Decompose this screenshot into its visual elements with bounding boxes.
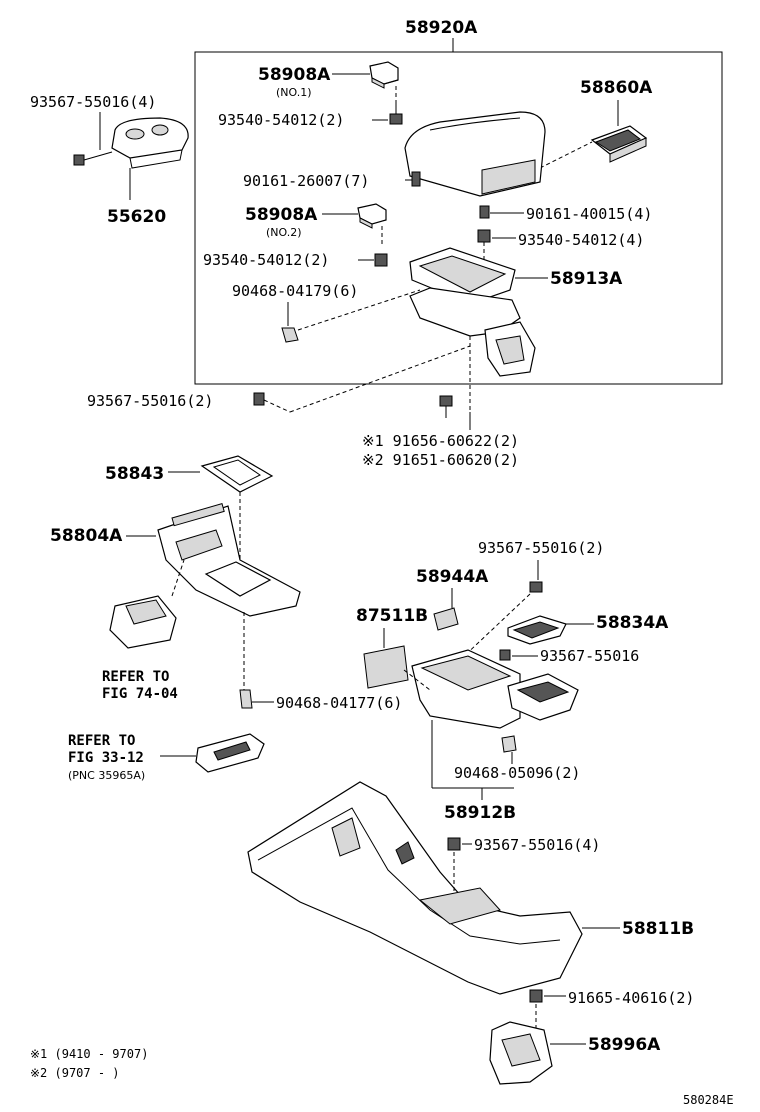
label-no2: (NO.2): [266, 226, 302, 239]
clip-icon: [433, 607, 459, 631]
screw-icon: [73, 151, 113, 166]
vent-icon: [590, 125, 648, 163]
assembly-box-58920A: [194, 51, 723, 385]
label-55620[interactable]: 55620: [107, 207, 166, 227]
screw-icon: [405, 171, 421, 187]
note-1: ※1 (9410 - 9707): [30, 1047, 148, 1061]
screw-icon: [499, 649, 511, 661]
clip-icon: [501, 735, 517, 753]
part-55620: [111, 117, 189, 169]
label-58920A[interactable]: 58920A: [405, 18, 478, 38]
armrest-lid: [404, 111, 546, 197]
label-58834A[interactable]: 58834A: [596, 613, 669, 633]
bolt-icon: [374, 253, 388, 267]
label-93540-54012-top[interactable]: 93540-54012(2): [218, 111, 344, 129]
label-93540-54012-4[interactable]: 93540-54012(4): [518, 231, 644, 249]
label-93567-55016-single[interactable]: 93567-55016: [540, 647, 639, 665]
bolt-icon: [389, 104, 403, 125]
note-2: ※2 (9707 - ): [30, 1066, 120, 1080]
label-no1: (NO.1): [276, 86, 312, 99]
part-58843: [200, 455, 274, 493]
clip-icon: [369, 61, 399, 89]
label-93567-55016-4-low[interactable]: 93567-55016(4): [474, 836, 600, 854]
label-90161-26007[interactable]: 90161-26007(7): [243, 172, 369, 190]
label-90468-04177[interactable]: 90468-04177(6): [276, 694, 402, 712]
dash-93567-mid: [263, 399, 291, 413]
clip-icon: [239, 689, 253, 709]
label-ref-33-line2: FIG 33-12: [68, 750, 144, 766]
label-90468-05096[interactable]: 90468-05096(2): [454, 764, 580, 782]
label-ref-33-line3: (PNC 35965A): [68, 769, 145, 782]
label-58908A-no1[interactable]: 58908A: [258, 65, 331, 85]
label-58843[interactable]: 58843: [105, 464, 164, 484]
shift-housing: [109, 595, 177, 649]
dash-58860A: [539, 141, 593, 169]
screw-icon: [479, 205, 490, 219]
label-90161-40015[interactable]: 90161-40015(4): [526, 205, 652, 223]
diagram-code: 580284E: [683, 1093, 734, 1107]
part-58834A: [507, 615, 567, 645]
dash-90468-04179: [297, 289, 421, 331]
part-58912B: [411, 649, 579, 729]
label-58944A[interactable]: 58944A: [416, 567, 489, 587]
label-93540-54012-mid[interactable]: 93540-54012(2): [203, 251, 329, 269]
label-ref-33-line1: REFER TO: [68, 733, 135, 749]
dash-shift: [171, 559, 185, 597]
label-58860A[interactable]: 58860A: [580, 78, 653, 98]
part-58811B: [247, 781, 583, 995]
label-58804A[interactable]: 58804A: [50, 526, 123, 546]
label-93567-55016-2-mid[interactable]: 93567-55016(2): [87, 392, 213, 410]
bolt-icon: [477, 229, 491, 243]
screw-icon: [447, 837, 461, 851]
label-91651[interactable]: ※2 91651-60620(2): [362, 451, 519, 469]
label-ref-74-line1: REFER TO: [102, 669, 169, 685]
label-91656[interactable]: ※1 91656-60622(2): [362, 432, 519, 450]
label-58913A[interactable]: 58913A: [550, 269, 623, 289]
bolt-icon: [529, 989, 543, 1003]
part-58996A: [489, 1021, 553, 1085]
label-58811B[interactable]: 58811B: [622, 919, 694, 939]
clip-icon: [281, 327, 299, 343]
label-93567-55016-2-right[interactable]: 93567-55016(2): [478, 539, 604, 557]
screw-icon: [253, 392, 265, 406]
dash-93567-mid-2: [289, 345, 471, 413]
console-box: [409, 287, 536, 377]
dash-93567-right: [459, 593, 531, 661]
label-91665[interactable]: 91665-40616(2): [568, 989, 694, 1007]
screw-icon: [529, 581, 543, 593]
dash-87511B: [403, 669, 431, 691]
label-93567-55016-4-top[interactable]: 93567-55016(4): [30, 93, 156, 111]
label-58996A[interactable]: 58996A: [588, 1035, 661, 1055]
part-switch: [195, 733, 265, 773]
clip-icon: [357, 203, 387, 229]
label-ref-74-line2: FIG 74-04: [102, 686, 178, 702]
label-58908A-no2[interactable]: 58908A: [245, 205, 318, 225]
label-87511B[interactable]: 87511B: [356, 606, 428, 626]
label-90468-04179[interactable]: 90468-04179(6): [232, 282, 358, 300]
bolt-icon: [439, 395, 453, 418]
part-87511B: [363, 645, 409, 689]
label-58912B[interactable]: 58912B: [444, 803, 516, 823]
part-58804A: [157, 503, 301, 617]
